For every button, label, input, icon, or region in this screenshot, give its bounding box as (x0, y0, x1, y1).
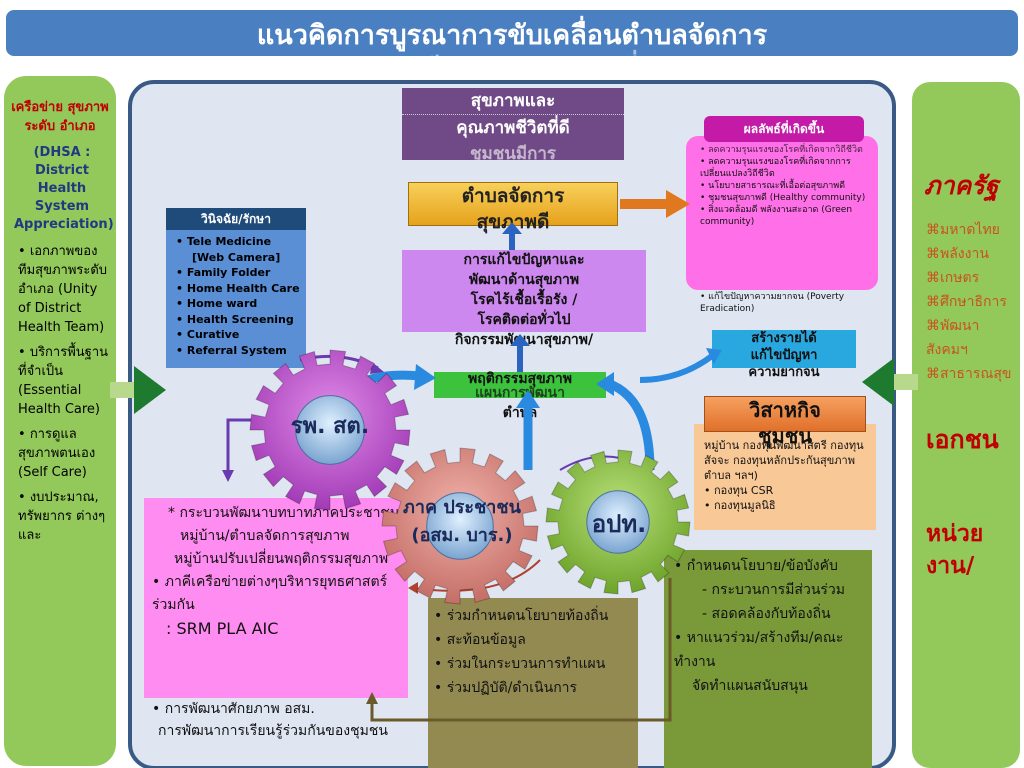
outcome-item: • นโยบายสาธารณะที่เอื้อต่อสุขภาพดี (700, 181, 846, 191)
rpsat-label: รพ. สต. (290, 414, 370, 439)
gear-hub (295, 395, 365, 465)
diagnose-treat-box: วินิจฉัย/รักษา • Tele Medicine [Web Came… (166, 208, 306, 368)
gear-people (381, 447, 539, 605)
quality-of-life-box: สุขภาพและ คุณภาพชีวิตที่ดี ชุมชนมีการ (402, 88, 624, 160)
page-title: แนวคิดการบูรณาการขับเคลื่อนตำบลจัดการ สุ… (6, 10, 1018, 84)
local-policy-box: • กำหนดนโยบาย/ข้อบังคับ - กระบวนการมีส่ว… (664, 550, 872, 768)
arrow-to-income (639, 353, 714, 383)
left-bullet-3: • การดูแลสุขภาพตนเอง (Self Care) (18, 427, 96, 480)
gov-item: ⌘เกษตร (926, 270, 980, 286)
people-item: หมู่บ้าน/ตำบลจัดการสุขภาพ (180, 528, 350, 544)
diagnose-header: วินิจฉัย/รักษา (166, 208, 306, 230)
arrow-head-people (516, 390, 540, 408)
diagnose-item: • Tele Medicine (176, 235, 272, 248)
arrow-head-outcome (666, 190, 690, 218)
government-heading: ภาครัฐ (924, 171, 999, 200)
people-item: • การพัฒนาศักยภาพ อสม. (152, 701, 315, 717)
enterprise-detail-box: หมู่บ้าน กองทุนพัฒนาสตรี กองทุนสัจจะ กอง… (694, 424, 876, 530)
arc-head-people (408, 582, 418, 594)
private-heading: เอกชน (926, 425, 999, 454)
diagnose-item: [Web Camera] (192, 250, 281, 264)
participation-box: • ร่วมกำหนดนโยบายท้องถิ่น • สะท้อนข้อมูล… (428, 598, 638, 768)
income-box: สร้างรายได้ แก้ไขปัญหา ความยากจน (712, 330, 856, 380)
participation-item: • ร่วมกำหนดนโยบายท้องถิ่น (434, 608, 609, 624)
people-sector-label: ภาค ประชาชน (อสม. บาร.) (403, 497, 521, 546)
enterprise-item: • กองทุน CSR (704, 484, 774, 497)
policy-item: • หาแนวร่วม/สร้างทีม/คณะทำงาน (674, 630, 844, 670)
diagnose-item: • Home Health Care (176, 281, 300, 295)
arrow-opt-to-plan (608, 379, 655, 471)
left-bullet-2: • บริการพื้นฐานที่จำเป็น (Essential Heal… (18, 345, 109, 417)
policy-item: - กระบวนการมีส่วนร่วม (702, 582, 846, 598)
opt-label: อปท. (591, 510, 647, 538)
people-extra: • การพัฒนาศักยภาพ อสม. การพัฒนาการเรียนร… (152, 698, 412, 768)
arrow-head-up-1 (502, 222, 522, 234)
gov-item: ⌘มหาดไทย (926, 222, 1000, 238)
arrow-head-rpsat-down (222, 470, 234, 482)
arrow-rpsat-down (226, 418, 252, 474)
right-green-arrow (862, 358, 918, 406)
gov-item: ⌘สาธารณสุข (926, 366, 1012, 382)
arc-head-rpsat (370, 362, 384, 374)
government-list: ⌘มหาดไทย ⌘พลังงาน ⌘เกษตร ⌘ศึกษาธิการ ⌘พั… (912, 204, 1020, 386)
policy-item: - สอดคล้องกับท้องถิ่น (702, 606, 831, 622)
diagnose-item: • Health Screening (176, 312, 294, 326)
participation-item: • ร่วมปฏิบัติ/ดำเนินการ (434, 680, 578, 696)
gear-opt (545, 449, 691, 595)
title-line1: แนวคิดการบูรณาการขับเคลื่อนตำบลจัดการ (256, 20, 768, 51)
people-item: * กระบวนพัฒนาบทบาทภาคประชาชน (168, 505, 400, 521)
people-item: หมู่บ้านปรับเปลี่ยนพฤติกรรมสุขภาพ (174, 551, 389, 567)
gear-hub (586, 490, 650, 554)
policy-item: จัดทำแผนสนับสนุน (692, 678, 808, 694)
loop-arrow (370, 578, 672, 722)
arrow-head-opt (596, 372, 614, 396)
outcome-item: • ชุมชนสุขภาพดี (Healthy community) (700, 193, 866, 203)
gov-item: ⌘ศึกษาธิการ (926, 294, 1007, 310)
outcome-item: • ลดความรุนแรงของโรคที่เกิดจากการเปลี่ยน… (700, 157, 851, 179)
enterprise-box: วิสาหกิจ ชุมชน (704, 396, 866, 448)
title-line2: สุขภาพดี วิสาหกิจชุมชนพึ่งตน (337, 54, 687, 85)
outcome-box: • ลดความรุนแรงของโรคที่เกิดจากวิถีชีวิต … (686, 136, 878, 290)
gov-item: ⌘พัฒนาสังคมฯ (926, 318, 980, 358)
participation-item: • สะท้อนข้อมูล (434, 632, 526, 648)
gov-item: ⌘พลังงาน (926, 246, 989, 262)
sectors-panel: ภาครัฐ ⌘มหาดไทย ⌘พลังงาน ⌘เกษตร ⌘ศึกษาธิ… (912, 82, 1020, 768)
gear-hub (426, 492, 494, 560)
agency-heading: หน่วยงาน/ (926, 521, 984, 579)
diagnose-item: • Curative (176, 328, 240, 341)
district-network-heading: เครือข่าย สุขภาพ ระดับ อำเภอ (11, 100, 109, 134)
diagnose-item: • Home ward (176, 297, 258, 310)
arc-opt-top (559, 455, 621, 471)
people-item: การพัฒนาการเรียนรู้ร่วมกันของชุมชน (158, 723, 388, 739)
participation-item: • ร่วมในกระบวนการทำแผน (434, 656, 606, 672)
people-development-box: * กระบวนพัฒนาบทบาทภาคประชาชน หมู่บ้าน/ตำ… (144, 498, 408, 698)
outcome-header: ผลลัพธ์ที่เกิดขึ้น (704, 116, 864, 142)
left-bullet-4: • งบประมาณ, ทรัพยากร ต่างๆ และ (18, 490, 106, 543)
district-health-panel: เครือข่าย สุขภาพ ระดับ อำเภอ (DHSA : Dis… (4, 76, 116, 766)
people-item: : SRM PLA AIC (166, 619, 279, 638)
diagnose-item: • Referral System (176, 343, 287, 357)
diagnose-item: • Family Folder (176, 266, 271, 279)
policy-item: • กำหนดนโยบาย/ข้อบังคับ (674, 558, 838, 574)
loop-arrow-head (366, 692, 378, 704)
gear-rpsat (249, 349, 411, 511)
outcome-item: • สิ่งแวดล้อมดี พลังงานสะอาด (Green comm… (700, 205, 853, 227)
arrow-head-up-2 (510, 334, 530, 346)
outcome-item: • ลดความรุนแรงของโรคที่เกิดจากวิถีชีวิต (700, 145, 863, 155)
arrow-head-rpsat (414, 364, 436, 390)
left-bullet-1: • เอกภาพของทีมสุขภาพระดับอำเภอ (Unity of… (18, 244, 108, 335)
arrow-head-income (706, 348, 722, 364)
outcome-item-last: • แก้ไขปัญหาความยากจน (Poverty Eradicati… (700, 292, 845, 314)
left-green-arrow (110, 366, 166, 414)
people-item: • ภาคีเครือข่ายต่างๆบริหารยุทธศาสตร์ร่วม… (152, 574, 388, 613)
dhsa-label: (DHSA : District Health System Appreciat… (14, 145, 114, 232)
enterprise-item: • กองทุนมูลนิธิ (704, 499, 776, 512)
health-problem-box: การแก้ไขปัญหาและ พัฒนาด้านสุขภาพ โรคไร้เ… (402, 250, 646, 348)
